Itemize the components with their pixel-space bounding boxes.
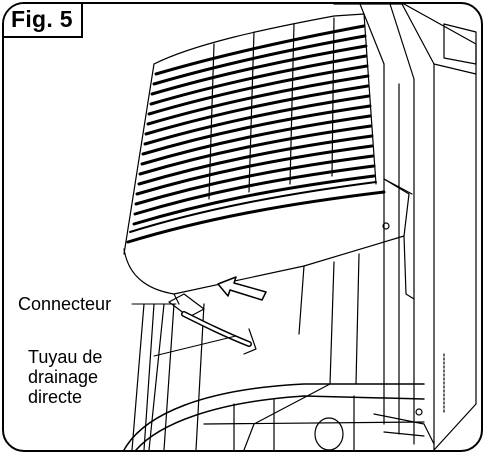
grille-slats — [132, 24, 376, 226]
drain-hose-callout-line-1: Tuyau de — [28, 347, 103, 367]
dehumidifier-line-drawing — [123, 4, 477, 450]
connector-callout: Connecteur — [18, 294, 111, 314]
figure-label: Fig. 5 — [4, 4, 83, 38]
drain-hose-callout: Tuyau de drainage directe — [28, 347, 102, 407]
drain-hose-callout-line-3: directe — [28, 387, 83, 407]
connector-callout-text: Connecteur — [18, 294, 112, 314]
drain-hose-callout-line-2: drainage — [28, 367, 99, 387]
